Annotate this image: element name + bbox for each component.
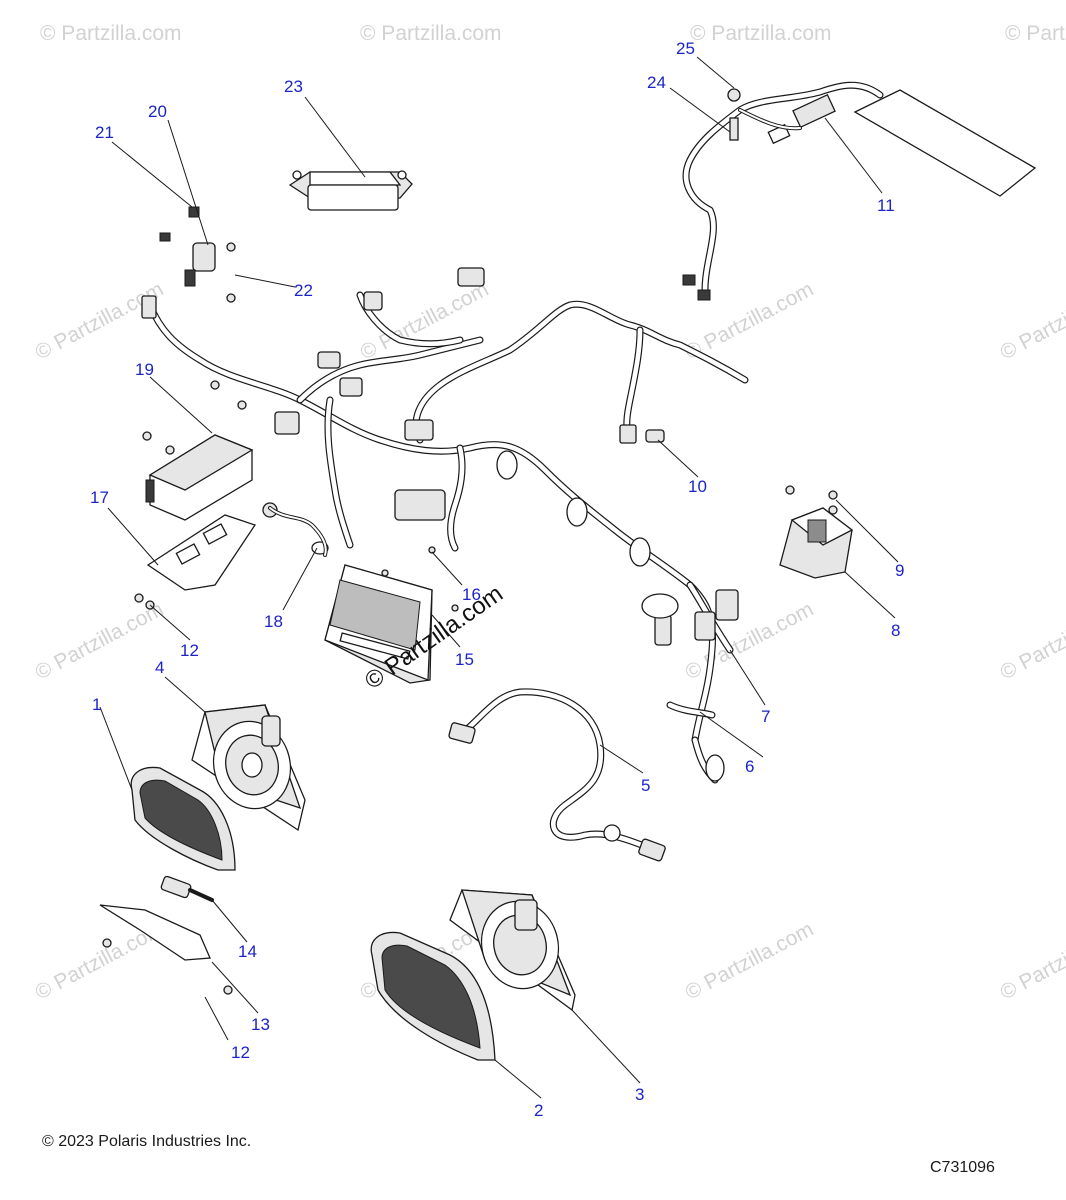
watermark: © Partzilla.com <box>32 598 168 685</box>
part-4-speaker <box>191 704 306 832</box>
part-19-module <box>142 380 254 521</box>
watermark: © Partzilla.com <box>690 22 832 45</box>
part-11-accessory-harness <box>682 81 1037 301</box>
part-2-grille <box>370 931 496 1061</box>
callout-24: 24 <box>647 73 666 92</box>
watermark: © Partzilla.com <box>997 598 1066 685</box>
callout-17: 17 <box>90 488 109 507</box>
callout-19: 19 <box>135 360 154 379</box>
part-14-sensor <box>160 875 214 902</box>
part-17-bracket <box>134 514 257 610</box>
callout-20: 20 <box>148 102 167 121</box>
leader-lines <box>99 56 899 1099</box>
copyright-notice: © 2023 Polaris Industries Inc. <box>42 1133 251 1150</box>
part-3-speaker <box>449 889 576 1012</box>
callout-16: 16 <box>462 585 481 604</box>
callout-4: 4 <box>155 658 164 677</box>
callout-21: 21 <box>95 123 114 142</box>
part-24-25-fittings <box>727 88 741 141</box>
callout-3: 3 <box>635 1085 644 1104</box>
callout-23: 23 <box>284 77 303 96</box>
callout-8: 8 <box>891 621 900 640</box>
callout-18: 18 <box>264 612 283 631</box>
callout-9: 9 <box>895 561 904 580</box>
callout-22: 22 <box>294 281 313 300</box>
callout-2: 2 <box>534 1101 543 1120</box>
callout-12-lower: 12 <box>231 1043 250 1062</box>
watermark: © Partzilla.com <box>40 22 182 45</box>
part-20-21-22-fittings <box>159 206 236 303</box>
callout-12: 12 <box>180 641 199 660</box>
part-8-box <box>779 485 854 579</box>
part-5-cable <box>448 688 666 862</box>
callout-1: 1 <box>92 695 101 714</box>
part-13-bracket <box>99 904 233 995</box>
watermark: © Partzilla.com <box>997 918 1066 1005</box>
drawing-number: C731096 <box>930 1159 995 1176</box>
callout-14: 14 <box>238 942 257 961</box>
watermark: © Partzilla.com <box>32 278 168 365</box>
watermark: © Partzilla.com <box>360 22 502 45</box>
callout-5: 5 <box>641 776 650 795</box>
callout-6: 6 <box>745 757 754 776</box>
callout-13: 13 <box>251 1015 270 1034</box>
part-23-module <box>288 170 413 211</box>
callout-15: 15 <box>455 650 474 669</box>
callout-7: 7 <box>761 707 770 726</box>
part-6-loop <box>666 701 716 719</box>
callout-10: 10 <box>688 477 707 496</box>
part-1-grille <box>130 766 236 871</box>
main-wiring-harness <box>141 267 749 784</box>
part-10-connector <box>645 429 665 443</box>
part-15-display <box>324 546 459 684</box>
callout-11: 11 <box>877 196 895 215</box>
callout-25: 25 <box>676 39 695 58</box>
watermark: © Partzilla.com <box>682 918 818 1005</box>
watermark: © Partzilla.com <box>1005 22 1066 45</box>
callouts: 1 2 3 4 5 6 7 8 9 10 11 12 12 13 14 15 1… <box>90 39 904 1120</box>
watermark: © Partzilla.com <box>997 278 1066 365</box>
part-18-cable <box>268 506 328 557</box>
